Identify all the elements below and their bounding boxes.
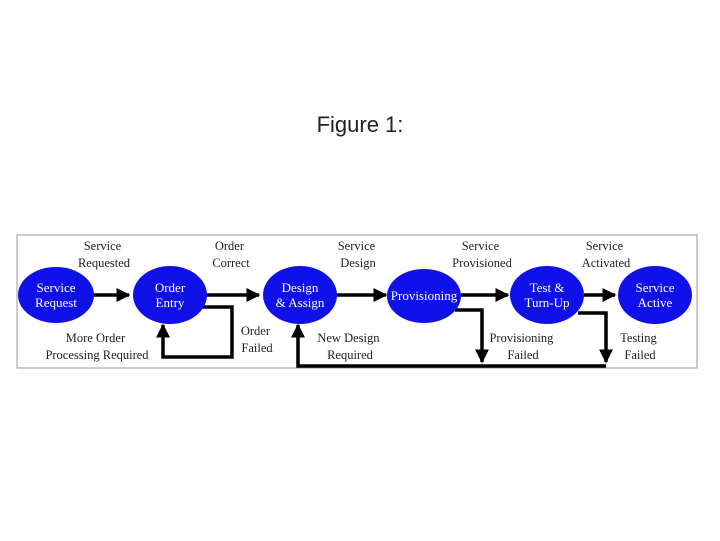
label-provisioning-failed: Provisioning Failed — [489, 331, 556, 362]
node-design-assign-label: Design& Assign — [276, 280, 325, 310]
figure-title: Figure 1: — [316, 112, 404, 137]
node-test-turn-up-label: Test &Turn-Up — [524, 280, 569, 310]
node-test-turn-up: Test &Turn-Up — [510, 266, 584, 324]
node-service-active-shape — [618, 266, 692, 324]
node-service-request-shape — [18, 267, 94, 323]
arrow-testing-failed — [578, 311, 613, 364]
arrow-provisioning-failed — [455, 308, 489, 364]
label-new-design-required: New Design Required — [317, 331, 382, 362]
diagram-frame — [16, 234, 698, 369]
label-service-design: Service Design — [338, 239, 379, 270]
node-provisioning-shape — [387, 269, 461, 323]
node-design-assign: Design& Assign — [263, 266, 337, 324]
arrow-new-design-return — [291, 323, 606, 368]
label-testing-failed: Testing Failed — [620, 331, 660, 362]
label-service-requested: Service Requested — [78, 239, 131, 270]
arrow-order-failed-loop — [156, 305, 234, 359]
node-order-entry-shape — [133, 266, 207, 324]
node-test-turn-up-shape — [510, 266, 584, 324]
label-order-correct: Order Correct — [212, 239, 250, 270]
node-provisioning: Provisioning — [387, 269, 461, 323]
node-design-assign-shape — [263, 266, 337, 324]
node-provisioning-label: Provisioning — [391, 288, 458, 303]
label-service-activated: Service Activated — [582, 239, 631, 270]
label-more-order-processing: More Order Processing Required — [45, 331, 149, 362]
label-service-provisioned: Service Provisioned — [452, 239, 512, 270]
label-order-failed: Order Failed — [241, 324, 274, 355]
